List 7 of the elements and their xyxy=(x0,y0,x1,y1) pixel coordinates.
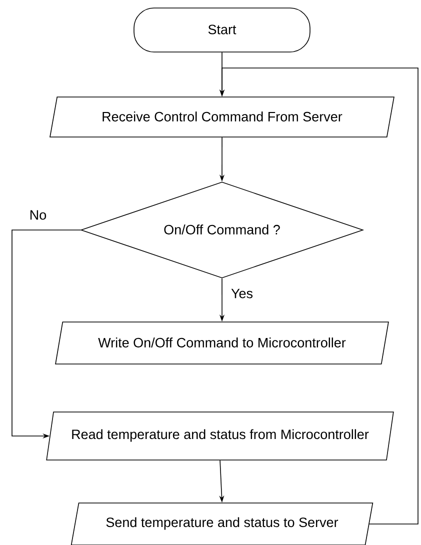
start-terminal: Start xyxy=(134,8,310,52)
io-parallelogram: Send temperature and status to Server xyxy=(70,502,374,545)
io-parallelogram: Write On/Off Command to Microcontroller xyxy=(55,322,389,364)
edge-label: No xyxy=(28,209,48,221)
io-parallelogram: Read temperature and status from Microcontroller xyxy=(46,412,394,460)
io-parallelogram: Receive Control Command From Server xyxy=(50,96,394,138)
edge-label: Yes xyxy=(230,288,254,300)
